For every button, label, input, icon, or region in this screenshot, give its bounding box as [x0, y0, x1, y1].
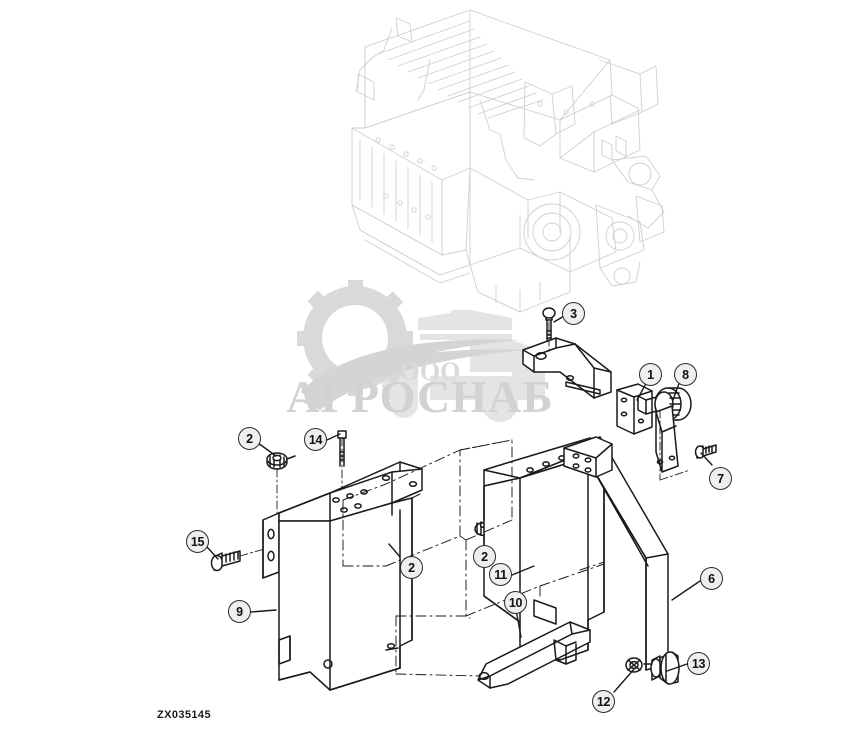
callout-9[interactable]: 9 — [228, 600, 251, 623]
callout-6[interactable]: 6 — [700, 567, 723, 590]
callout-13[interactable]: 13 — [687, 652, 710, 675]
part-2-grommet-upper-left — [266, 452, 296, 470]
watermark-ooo: ООО — [400, 357, 461, 386]
callout-2-mid[interactable]: 2 — [400, 556, 423, 579]
part-9-left-shield — [262, 461, 423, 691]
swoosh-shape — [300, 339, 524, 410]
part-12-washer — [625, 657, 643, 673]
part-8-strap — [655, 405, 679, 473]
part-6-top-bracket — [563, 436, 613, 478]
figure-code: ZX035145 — [157, 709, 211, 721]
part-3-bolt — [542, 307, 556, 341]
part-15-bolt — [210, 550, 241, 572]
watermark-agrosnab-text: АГРОСНАБ — [286, 371, 553, 422]
part-10-support-bar — [477, 621, 591, 689]
callout-14[interactable]: 14 — [304, 428, 327, 451]
part-13-knob — [643, 651, 680, 685]
callout-1[interactable]: 1 — [639, 363, 662, 386]
callout-3[interactable]: 3 — [562, 302, 585, 325]
callout-2-right[interactable]: 2 — [473, 545, 496, 568]
part-bracket-upper — [522, 337, 612, 399]
callout-7[interactable]: 7 — [709, 467, 732, 490]
callout-15[interactable]: 15 — [186, 530, 209, 553]
callout-8[interactable]: 8 — [674, 363, 697, 386]
callout-10[interactable]: 10 — [504, 591, 527, 614]
callout-2-upper-left[interactable]: 2 — [238, 427, 261, 450]
callout-11[interactable]: 11 — [489, 563, 512, 586]
part-1-mount-plate — [616, 383, 661, 435]
callout-12[interactable]: 12 — [592, 690, 615, 713]
combine-harvester-icon — [382, 310, 545, 422]
